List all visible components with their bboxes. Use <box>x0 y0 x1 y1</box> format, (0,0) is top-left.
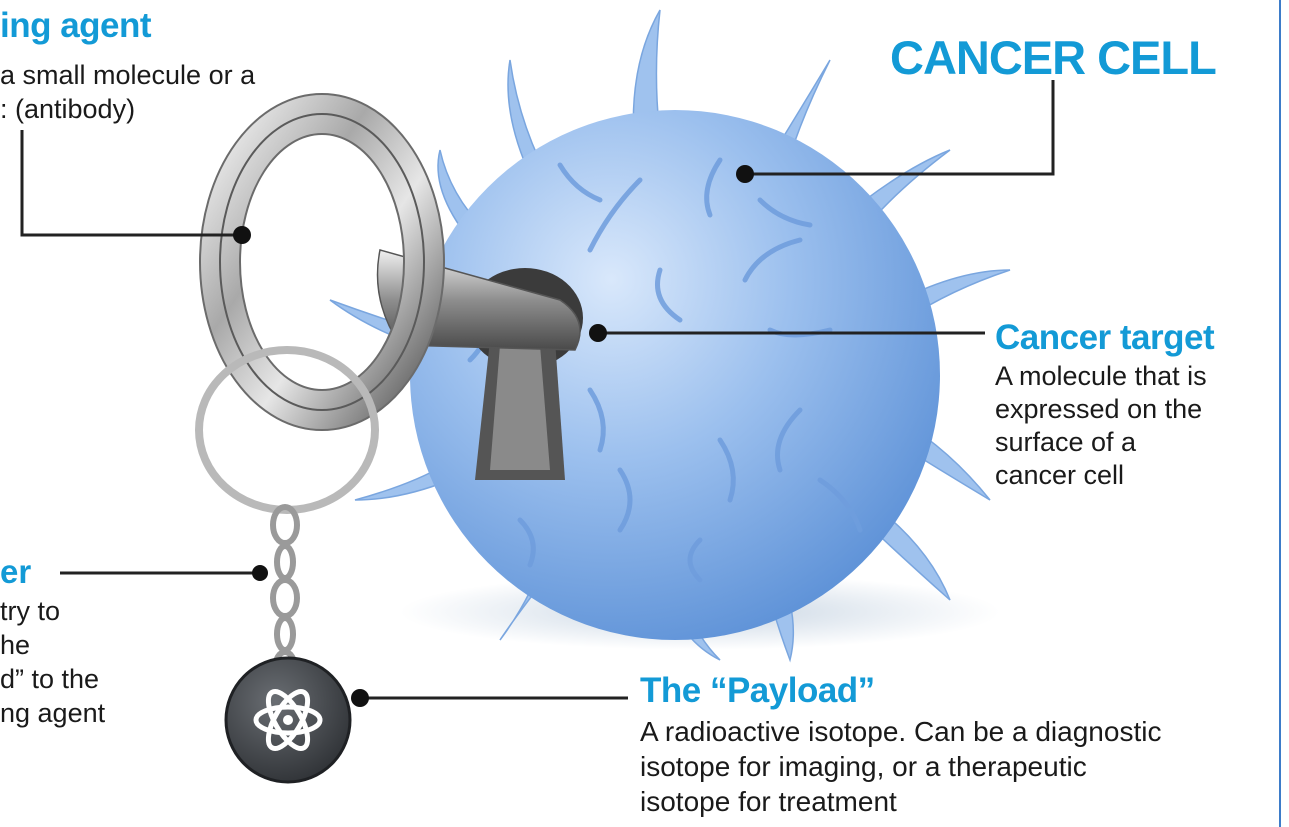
split-ring <box>199 350 375 510</box>
cancer-cell-heading: CANCER CELL <box>890 30 1216 85</box>
targeting-agent-heading: ing agent <box>0 6 151 46</box>
payload-heading: The “Payload” <box>640 671 875 711</box>
key-icon <box>200 94 444 430</box>
linker-heading: er <box>0 553 31 591</box>
cancer-target-description: A molecule that is expressed on the surf… <box>995 360 1285 492</box>
targeting-agent-description: a small molecule or a : (antibody) <box>0 58 320 126</box>
cancer-target-heading: Cancer target <box>995 318 1214 358</box>
payload-description: A radioactive isotope. Can be a diagnost… <box>640 714 1280 819</box>
linker-description: try to he d” to the ng agent <box>0 594 150 730</box>
